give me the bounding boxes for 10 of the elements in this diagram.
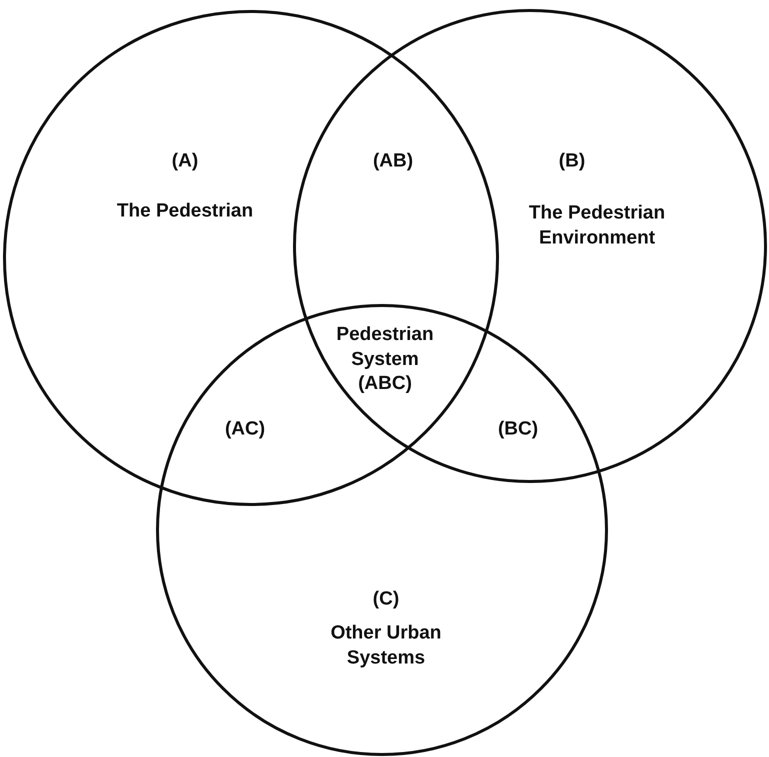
set-letter: (B) [558,150,586,174]
set-name: The Pedestrian [116,200,254,224]
intersection-label: Pedestrian System (ABC) [335,322,435,396]
intersection-label: (AC) [224,418,266,442]
intersection-label: (BC) [496,418,540,442]
set-letter: (C) [372,588,400,612]
set-letter: (A) [170,150,200,174]
set-name: Other Urban Systems [330,621,442,670]
intersection-label: (AB) [372,150,414,174]
set-name: The Pedestrian Environment [528,201,666,250]
